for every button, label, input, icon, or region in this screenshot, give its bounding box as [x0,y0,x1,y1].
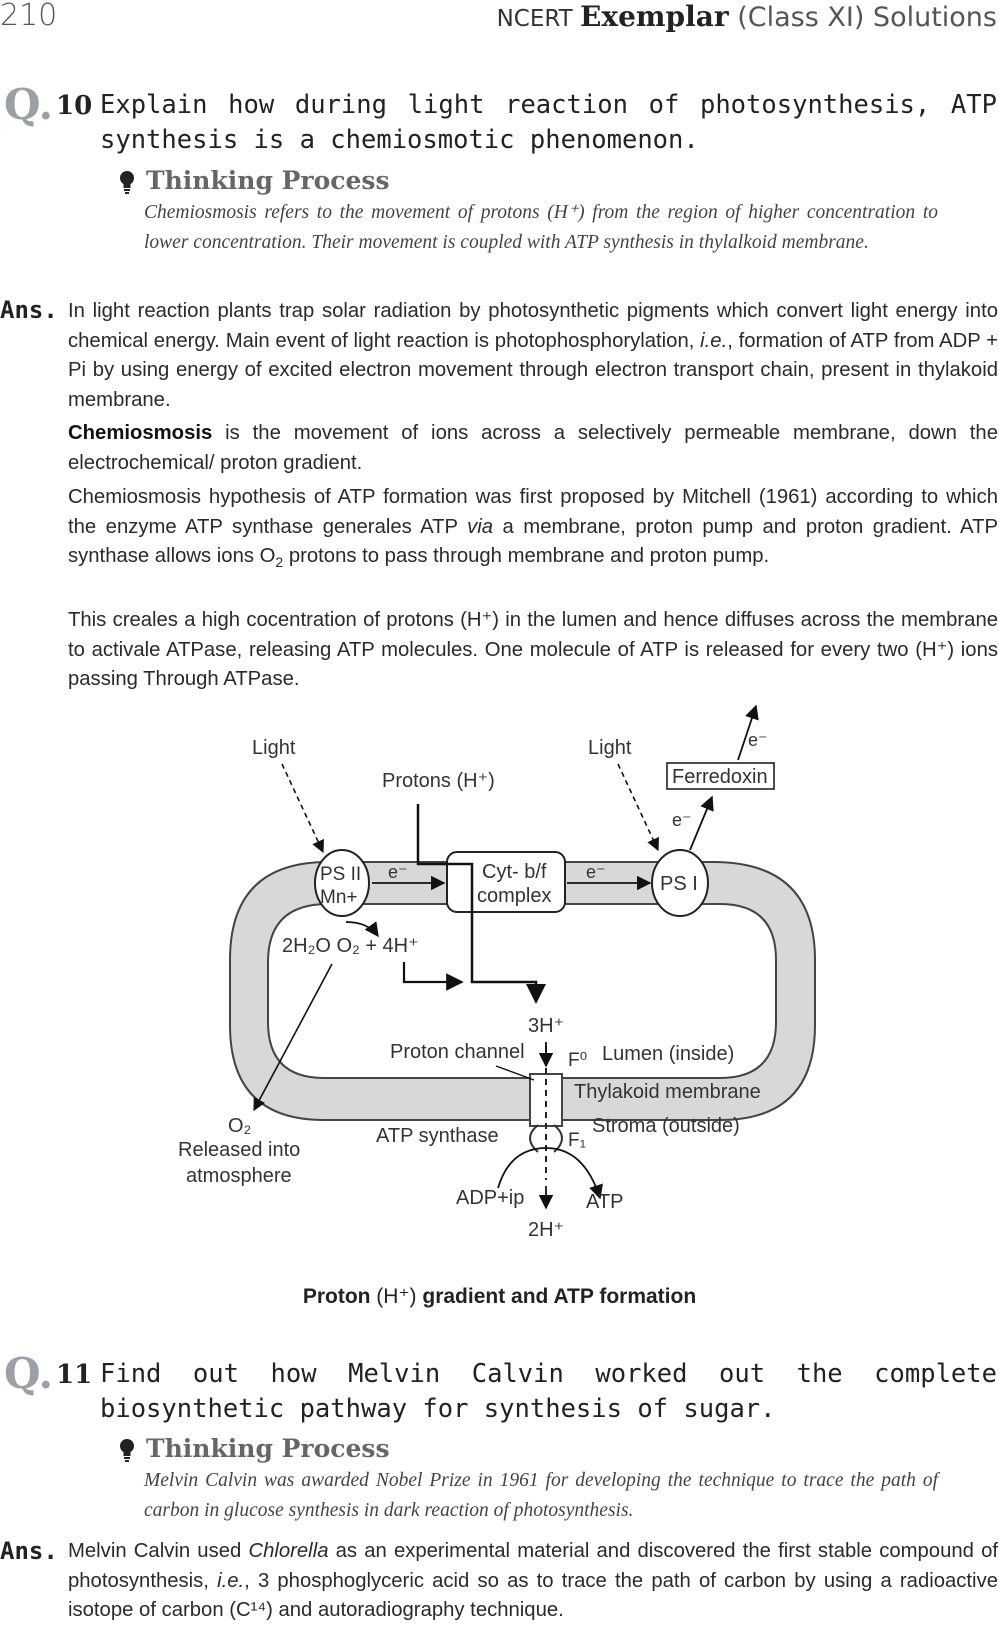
text-run: Melvin Calvin used [68,1540,249,1562]
stroma-label: Stroma (outside) [592,1115,740,1137]
cyt-label-2: complex [477,885,551,907]
book-title-part2: Exemplar [580,0,729,33]
atp-label: ATP [586,1191,623,1213]
light-left-label: Light [252,737,296,759]
thinking-process-text: Melvin Calvin was awarded Nobel Prize in… [144,1470,938,1521]
thylakoid-label: Thylakoid membrane [574,1081,761,1103]
adp-label: ADP+ip [456,1187,524,1209]
answer-label: Ans. [0,1537,58,1565]
water-reaction: 2H₂O O₂ + 4H⁺ [282,935,419,957]
ps2-label-1: PS II [320,864,361,885]
page-header: 210 NCERT Exemplar (Class XI) Solutions [0,0,999,40]
thinking-process-11: Thinking Process Melvin Calvin was award… [118,1434,938,1526]
f1-label: F₁ [568,1130,586,1151]
text-run: as an experimental material and discover… [68,1540,999,1592]
answer-paragraph-1: In light reaction plants trap solar radi… [68,297,998,415]
text-run: , formation of ATP from ADP + Pi by usin… [68,329,998,411]
question-letter: Q. [4,80,54,129]
answer-paragraph-q11: Melvin Calvin used Chlorella as an exper… [68,1537,998,1626]
book-title: NCERT Exemplar (Class XI) Solutions [497,0,997,33]
cyt-label-1: Cyt- b/f [482,861,547,883]
answer-paragraph-3: Chemiosmosis hypothesis of ATP formation… [68,483,998,578]
ps2-label-2: Mn+ [320,887,358,908]
caption-part-b: (H⁺) [370,1285,423,1308]
e-label-2: e⁻ [586,862,606,882]
answer-paragraph-4: This creales a high cocentration of prot… [68,609,998,690]
two-h-label: 2H⁺ [528,1219,564,1241]
ps1-label: PS I [660,873,698,895]
answer-paragraph-2: Chemiosmosis is the movement of ions acr… [68,419,998,478]
ps2-complex [314,849,370,917]
e-label-1: e⁻ [388,862,408,882]
caption-part-a: Proton [302,1285,371,1308]
atp-synthase-label: ATP synthase [376,1125,499,1147]
three-h-label: 3H⁺ [528,1015,564,1037]
text-run: is the movement of ions across a selecti… [68,422,998,474]
text-run-italic: Chlorella [248,1540,329,1562]
text-run: protons to pass through membrane and pro… [283,545,770,567]
thinking-process-heading: Thinking Process [118,1434,938,1466]
book-title-part3: (Class XI) Solutions [728,2,997,33]
page-number: 210 [0,0,58,33]
released-label-2: atmosphere [186,1165,292,1187]
proton-gradient-diagram: PS II Mn+ Cyt- b/f complex PS I e⁻ e⁻ Li… [178,704,816,1241]
ferredoxin-box [666,762,775,790]
thinking-process-heading: Thinking Process [118,166,938,198]
text-run: , 3 phosphoglyceric acid so as to trace … [68,1569,998,1622]
f0-label: F⁰ [568,1050,587,1071]
light-right-label: Light [588,737,632,759]
thinking-process-title: Thinking Process [146,166,390,195]
thinking-process-title: Thinking Process [146,1434,390,1463]
caption-part-c: gradient and ATP formation [422,1285,697,1308]
text-run: In light reaction plants trap solar radi… [68,300,998,352]
thylakoid-membrane-band [229,861,816,1121]
lumen-label: Lumen (inside) [602,1043,734,1065]
proton-channel-label: Proton channel [390,1041,525,1063]
e-label-3: e⁻ [672,810,692,830]
lightbulb-icon [120,171,134,194]
diagram-caption: Proton (H⁺) gradient and ATP formation [0,1284,999,1309]
ferredoxin-label: Ferredoxin [672,766,768,788]
o2-label: O₂ [228,1115,251,1137]
question-letter: Q. [4,1349,54,1398]
text-run: Chemiosmosis hypothesis of ATP formation… [68,486,998,538]
question-text: Find out how Melvin Calvin worked out th… [100,1359,997,1424]
thinking-process-10: Thinking Process Chemiosmosis refers to … [118,166,938,258]
protons-label: Protons (H⁺) [382,770,495,792]
question-number: 10 [56,91,93,121]
text-run: a membrane, proton pump and proton gradi… [68,515,998,568]
answer-label: Ans. [0,296,58,324]
text-run-italic: i.e. [217,1569,245,1592]
question-number: 11 [56,1360,93,1390]
ps1-complex [651,849,709,917]
thinking-process-text: Chemiosmosis refers to the movement of p… [144,202,938,253]
cyt-bf-complex [446,851,566,913]
question-text: Explain how during light reaction of pho… [100,90,997,155]
book-title-part1: NCERT [496,6,581,32]
text-run-italic: i.e. [700,329,728,352]
term-chemiosmosis: Chemiosmosis [68,422,213,444]
subscript: 2 [275,554,284,571]
released-label-1: Released into [178,1139,300,1161]
e-label-4: e⁻ [748,730,768,750]
text-run-italic: via [467,515,494,538]
lightbulb-icon [120,1439,134,1462]
